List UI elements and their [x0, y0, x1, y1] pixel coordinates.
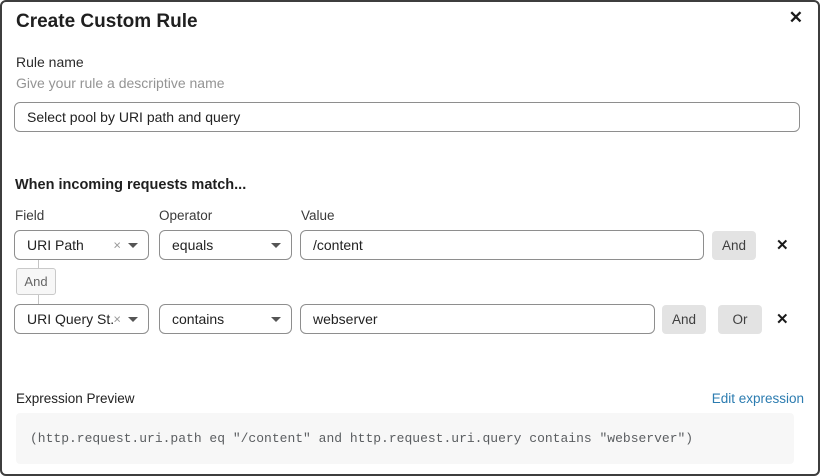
and-button-row1[interactable]: And [712, 231, 756, 260]
operator-column-label: Operator [159, 208, 213, 223]
expression-preview-label: Expression Preview [16, 391, 135, 406]
value-input-row2[interactable] [300, 304, 655, 334]
remove-row1-icon[interactable]: ✕ [776, 237, 789, 254]
value-input-row1[interactable] [300, 230, 704, 260]
chevron-down-icon [128, 317, 138, 322]
field-select-row2-value: URI Query St... [27, 311, 115, 327]
field-column-label: Field [15, 208, 45, 223]
page-title: Create Custom Rule [16, 11, 198, 32]
connector-and-label: And [24, 274, 48, 289]
and-button-row2[interactable]: And [662, 305, 706, 334]
edit-expression-link[interactable]: Edit expression [711, 391, 804, 406]
chevron-down-icon [271, 317, 281, 322]
operator-select-row1-value: equals [172, 237, 214, 253]
connector-and-badge: And [16, 268, 56, 295]
chevron-down-icon [271, 243, 281, 248]
match-section-heading: When incoming requests match... [15, 177, 247, 193]
operator-select-row2-value: contains [172, 311, 225, 327]
expression-preview-code: (http.request.uri.path eq "/content" and… [16, 413, 794, 464]
field-select-row2[interactable]: URI Query St... × [14, 304, 149, 334]
clear-field-icon[interactable]: × [113, 237, 121, 253]
rule-name-label: Rule name [16, 54, 84, 70]
value-column-label: Value [301, 208, 335, 223]
rule-name-helper-text: Give your rule a descriptive name [16, 75, 225, 91]
close-icon[interactable]: ✕ [788, 8, 803, 27]
field-select-row1-value: URI Path [27, 237, 84, 253]
or-button-row2[interactable]: Or [718, 305, 762, 334]
field-select-row1[interactable]: URI Path × [14, 230, 149, 260]
operator-select-row1[interactable]: equals [159, 230, 292, 260]
operator-select-row2[interactable]: contains [159, 304, 292, 334]
remove-row2-icon[interactable]: ✕ [776, 311, 789, 328]
clear-field-icon[interactable]: × [113, 311, 121, 327]
chevron-down-icon [128, 243, 138, 248]
rule-name-input[interactable] [14, 102, 800, 132]
